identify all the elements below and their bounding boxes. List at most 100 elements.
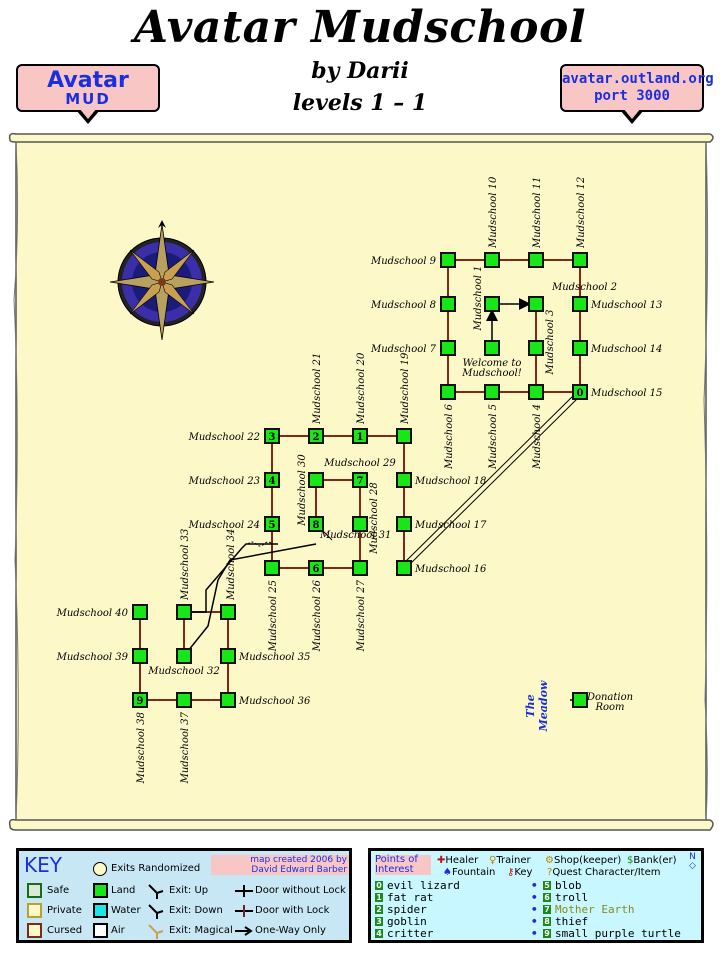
exits-randomized-icon (93, 862, 107, 876)
room-label-r39: Mudschool 39 (56, 652, 129, 663)
room-r15[interactable] (574, 386, 586, 398)
mob-number-badge: 1 (375, 893, 383, 902)
room-label-r29: Mudschool 29 (323, 458, 396, 469)
map-author: by Darii (311, 58, 409, 84)
server-host[interactable]: avatar.outland.org (562, 71, 714, 87)
room-r16[interactable] (398, 562, 410, 574)
room-rd[interactable] (574, 694, 586, 706)
room-r29[interactable] (354, 474, 366, 486)
room-r11[interactable] (530, 254, 542, 266)
room-label-r35: Mudschool 35 (238, 652, 310, 663)
room-r4[interactable] (530, 386, 542, 398)
poi-healer: Healer (445, 855, 479, 866)
room-label-r8: Mudschool 8 (370, 300, 436, 311)
room-label-r38: Mudschool 38 (136, 712, 147, 784)
room-label-r36: Mudschool 36 (238, 696, 311, 707)
key-item-icon: ⚷ (507, 867, 515, 878)
room-r14[interactable] (574, 342, 586, 354)
room-label-r24: Mudschool 24 (188, 520, 260, 531)
mob-number-badge: 6 (543, 893, 551, 902)
room-r22[interactable] (266, 430, 278, 442)
mob-name: goblin (387, 915, 427, 928)
room-r36[interactable] (222, 694, 234, 706)
room-r8[interactable] (442, 298, 454, 310)
room-r31[interactable] (310, 518, 322, 530)
land-swatch-icon (93, 883, 108, 898)
room-label-r21: Mudschool 21 (312, 353, 323, 425)
room-r9[interactable] (442, 254, 454, 266)
room-r38[interactable] (134, 694, 146, 706)
room-r1[interactable] (486, 298, 498, 310)
room-r27[interactable] (354, 562, 366, 574)
server-port: port 3000 (594, 88, 670, 104)
room-r18[interactable] (398, 474, 410, 486)
poi-quest: Quest Character/Item (552, 867, 661, 878)
room-r3[interactable] (530, 342, 542, 354)
room-label-r37: Mudschool 37 (180, 711, 191, 784)
room-r39[interactable] (134, 650, 146, 662)
room-label-r30: Mudschool 30 (297, 454, 308, 527)
room-label-r32: Mudschool 32 (147, 666, 219, 677)
room-r7[interactable] (442, 342, 454, 354)
room-r35[interactable] (222, 650, 234, 662)
poi-key: Key (514, 867, 533, 878)
room-r26[interactable] (310, 562, 322, 574)
room-r6[interactable] (442, 386, 454, 398)
exit-magical-icon (148, 924, 164, 939)
room-label-r18: Mudschool 18 (414, 476, 486, 487)
room-r2[interactable] (530, 298, 542, 310)
room-r30[interactable] (310, 474, 322, 486)
room-r24[interactable] (266, 518, 278, 530)
poi-header-line1: Points of (375, 854, 418, 865)
room-label-r7: Mudschool 7 (370, 344, 437, 355)
quest-icon: ? (547, 867, 553, 878)
room-label-r14: Mudschool 14 (590, 344, 662, 355)
room-r23[interactable] (266, 474, 278, 486)
room-r22-mob-number: 3 (269, 432, 276, 443)
logo-text-mud: MUD (65, 90, 111, 108)
room-r33[interactable] (178, 606, 190, 618)
poi-bullet-icon: • (531, 903, 538, 916)
logo-text-avatar: Avatar (47, 68, 129, 93)
key-safe: Safe (47, 885, 70, 896)
room-r21[interactable] (310, 430, 322, 442)
path-connection (247, 541, 273, 547)
healer-icon: ✚ (437, 855, 446, 866)
exit-down-icon (148, 904, 164, 919)
room-label-r16: Mudschool 16 (414, 564, 487, 575)
room-r17[interactable] (398, 518, 410, 530)
meadow-label-line2: Meadow (537, 680, 550, 732)
room-label-r20: Mudschool 20 (356, 352, 367, 425)
room-label-r26: Mudschool 26 (312, 579, 323, 652)
key-cursed: Cursed (47, 925, 83, 936)
room-r10[interactable] (486, 254, 498, 266)
room-r32[interactable] (178, 650, 190, 662)
room-r25[interactable] (266, 562, 278, 574)
mob-name: fat rat (387, 891, 434, 904)
diagonal-connection (405, 394, 582, 569)
room-label-r22: Mudschool 22 (188, 432, 260, 443)
room-r37[interactable] (178, 694, 190, 706)
room-r5[interactable] (486, 386, 498, 398)
room-r13[interactable] (574, 298, 586, 310)
room-label-r25: Mudschool 25 (268, 580, 279, 652)
room-label-r4: Mudschool 4 (532, 404, 543, 470)
room-r19[interactable] (398, 430, 410, 442)
room-r40[interactable] (134, 606, 146, 618)
room-r12[interactable] (574, 254, 586, 266)
room-r20[interactable] (354, 430, 366, 442)
mob-number-badge: 8 (543, 917, 551, 926)
mob-name: blob (555, 879, 582, 892)
room-label-r17: Mudschool 17 (414, 520, 487, 531)
key-land: Land (111, 885, 136, 896)
key-title: KEY (24, 853, 62, 877)
room-r34[interactable] (222, 606, 234, 618)
shop-icon: ⚙ (545, 855, 554, 866)
safe-swatch-icon (27, 883, 42, 898)
room-r28[interactable] (354, 518, 366, 530)
room-rw[interactable] (486, 342, 498, 354)
